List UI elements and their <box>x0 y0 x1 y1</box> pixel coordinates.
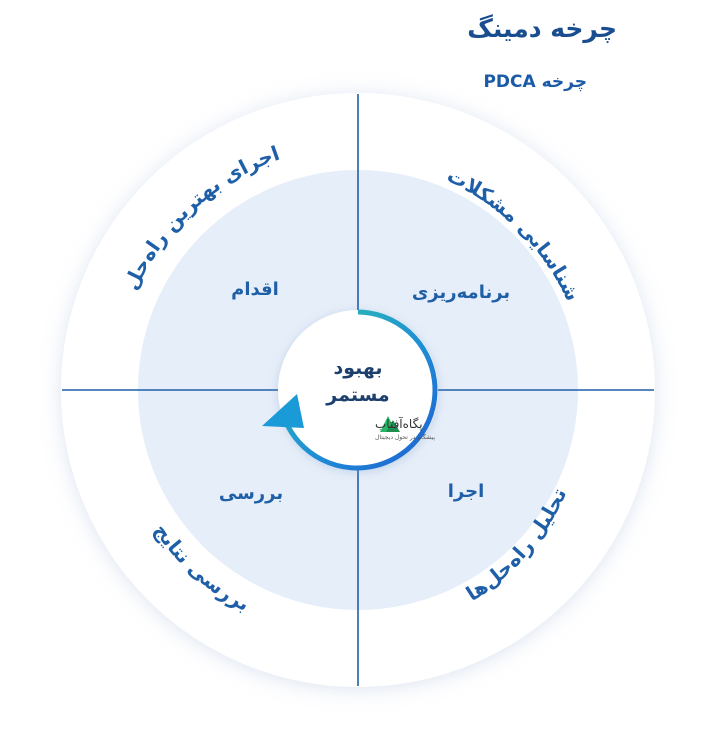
quadrant-do-label: اجرا <box>448 481 485 502</box>
quadrant-check-label: بررسی <box>219 483 283 504</box>
quadrant-plan-label: برنامه‌ریزی <box>412 282 510 303</box>
cycle-arrow <box>282 309 438 471</box>
quadrant-act-label: اقدام <box>231 279 279 300</box>
page-title: چرخه دمینگ <box>467 14 617 43</box>
brand-name: پگاه‌آفتاب <box>375 416 423 431</box>
page-subtitle: چرخه PDCA <box>483 72 587 92</box>
cycle-arrow-head <box>262 394 304 428</box>
brand-logo: پگاه‌آفتاب پیشگام در تحول دیجیتال <box>375 416 435 441</box>
brand-tagline: پیشگام در تحول دیجیتال <box>375 433 435 441</box>
center-label-line1: بهبود <box>333 357 382 379</box>
center-label-line2: مستمر <box>325 384 389 406</box>
